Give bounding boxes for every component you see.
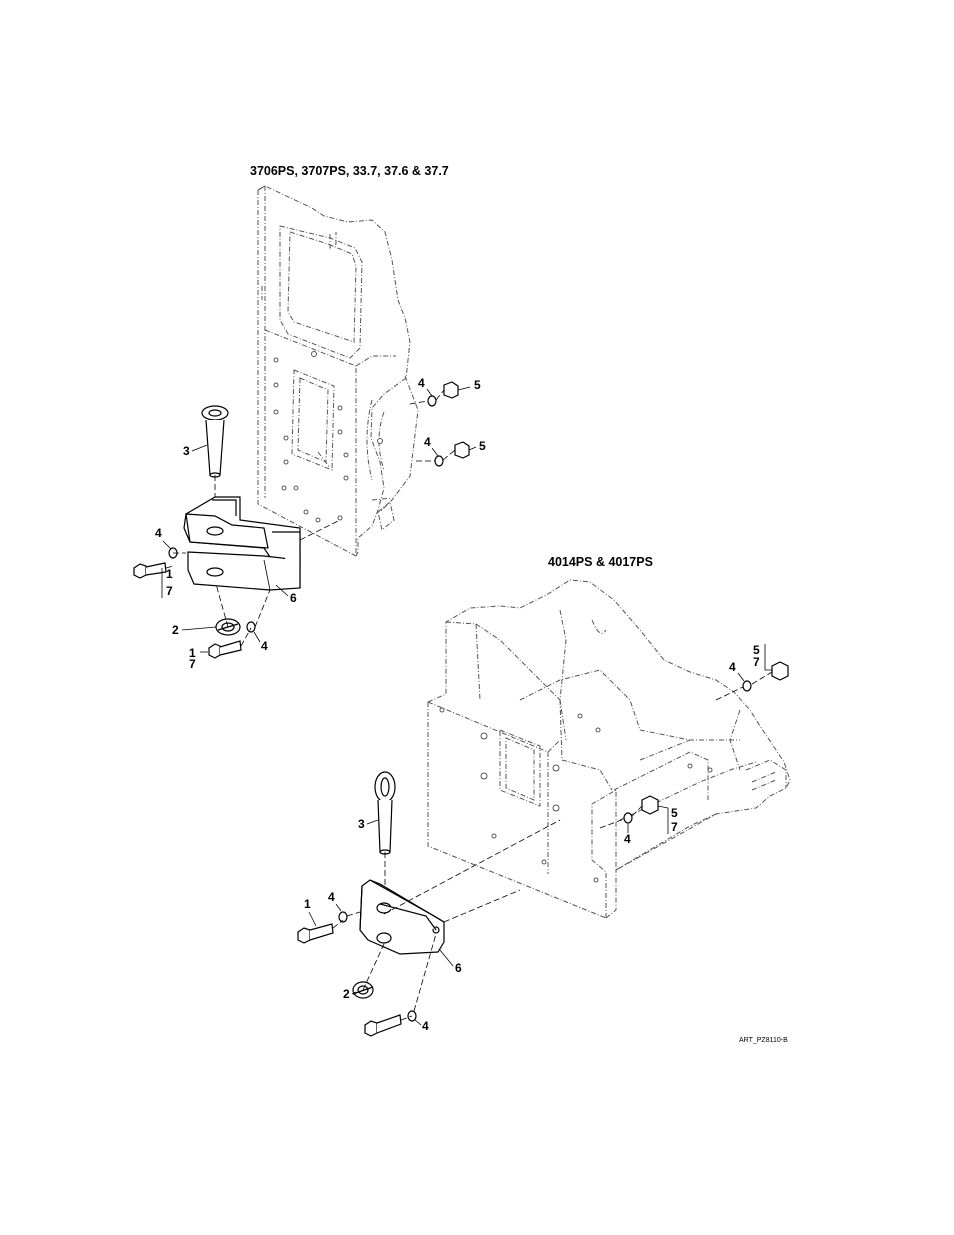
callout-upper-washer-a: 4 <box>418 376 425 390</box>
callout-lower-clip: 2 <box>343 987 350 1001</box>
callout-upper-nut-b: 5 <box>479 439 486 453</box>
callout-lower-washer-d: 4 <box>422 1019 429 1033</box>
upper-assembly-title: 3706PS, 3707PS, 33.7, 37.6 & 37.7 <box>250 164 449 178</box>
lower-bolt-b <box>365 1015 401 1036</box>
callout-upper-bracket: 6 <box>290 591 297 605</box>
upper-chassis-frame <box>258 186 418 556</box>
callout-lower-washer-a: 4 <box>729 660 736 674</box>
callout-upper-washer-b: 4 <box>424 435 431 449</box>
callout-upper-bolt-a-top: 1 <box>166 567 173 581</box>
lower-callouts: 4 5 7 4 5 7 3 1 4 6 2 4 <box>304 643 772 1033</box>
callout-upper-nut-a: 5 <box>474 378 481 392</box>
callout-upper-washer-d: 4 <box>261 639 268 653</box>
art-id: ART_PZ8110-B <box>739 1037 788 1044</box>
lower-lynch-pin <box>375 772 395 854</box>
lower-hitch-bracket <box>360 880 444 954</box>
lower-assembly-lines <box>333 672 772 1020</box>
callout-upper-clip: 2 <box>172 623 179 637</box>
lower-assembly: 4014PS & 4017PS <box>298 555 790 1036</box>
callout-lower-bolt: 1 <box>304 897 311 911</box>
upper-lynch-pin <box>202 406 228 477</box>
callout-lower-washer-b: 4 <box>624 832 631 846</box>
upper-assembly: 3706PS, 3707PS, 33.7, 37.6 & 37.7 <box>134 164 486 671</box>
callout-lower-bracket: 6 <box>455 961 462 975</box>
callout-upper-bolt-b-bottom: 7 <box>189 657 196 671</box>
callout-upper-bolt-a-bottom: 7 <box>166 584 173 598</box>
upper-bolt-b <box>209 641 241 658</box>
upper-bolt-a <box>134 563 166 578</box>
lower-hardware <box>339 662 788 1021</box>
callout-lower-nut-a-bottom: 7 <box>753 655 760 669</box>
lower-bolt-a <box>298 924 333 943</box>
callout-lower-pin: 3 <box>358 817 365 831</box>
callout-upper-pin: 3 <box>183 444 190 458</box>
callout-lower-nut-b-bottom: 7 <box>671 820 678 834</box>
callout-upper-washer-c: 4 <box>155 526 162 540</box>
upper-hitch-bracket <box>184 497 300 590</box>
lower-assembly-title: 4014PS & 4017PS <box>548 555 653 569</box>
callout-lower-nut-b-top: 5 <box>671 806 678 820</box>
callout-lower-washer-c: 4 <box>328 890 335 904</box>
lower-chassis-frame <box>428 580 790 918</box>
